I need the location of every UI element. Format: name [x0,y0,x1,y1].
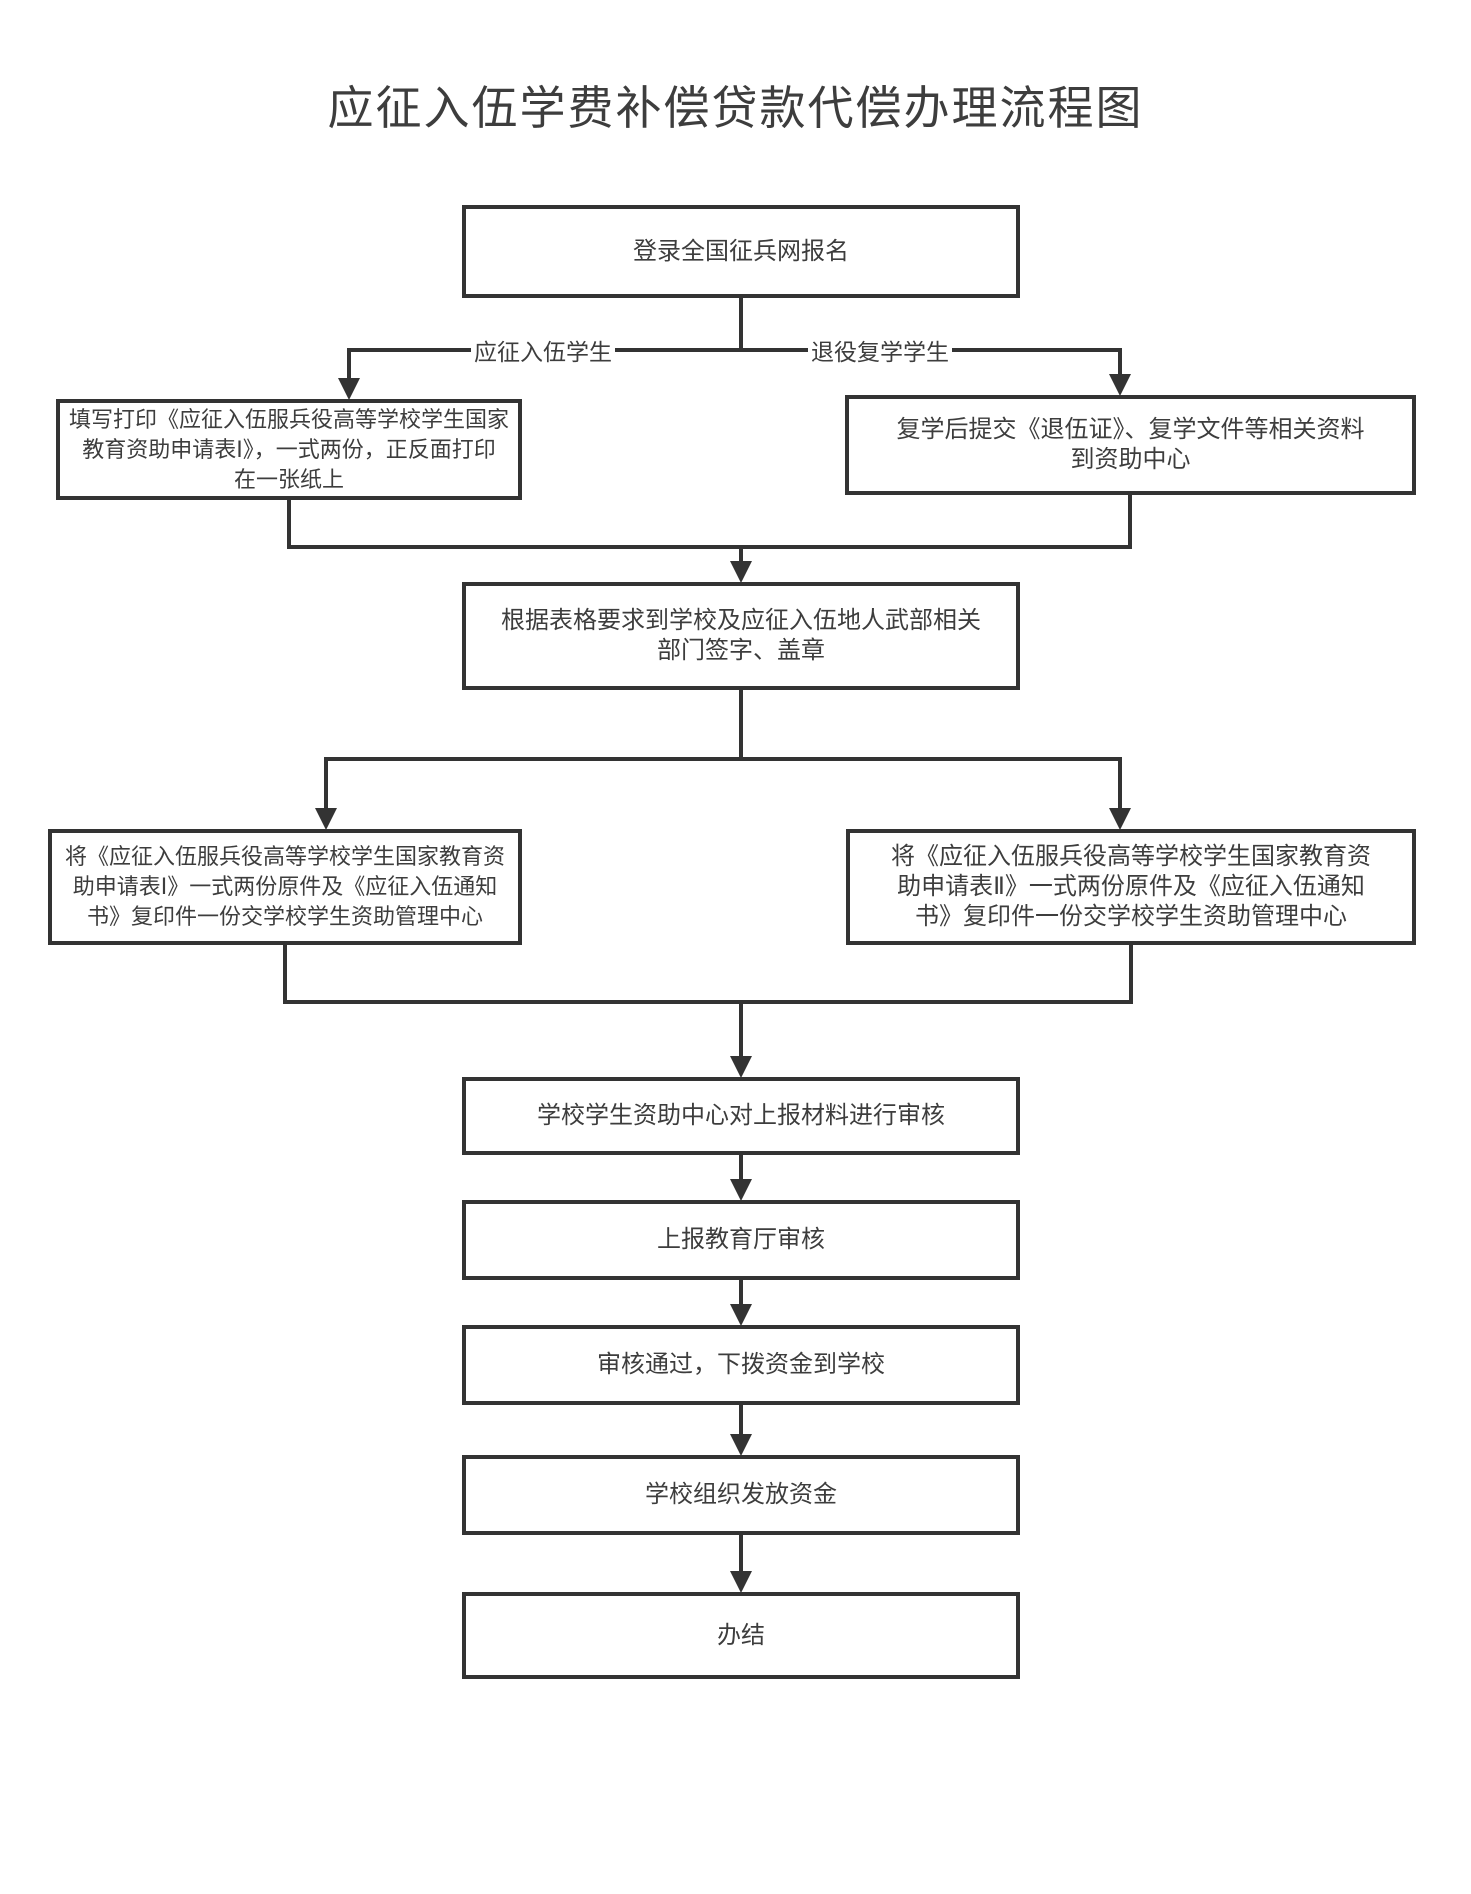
merge-line-2 [283,1000,1133,1004]
arrowhead-down-icon [730,1056,752,1078]
node-resume-submit: 复学后提交《退伍证》、复学文件等相关资料 到资助中心 [845,395,1416,495]
node-complete: 办结 [462,1592,1020,1679]
node-login-label: 登录全国征兵网报名 [633,237,849,265]
branch-label-resume: 退役复学学生 [808,333,952,367]
arrowhead-down-icon [315,808,337,830]
connector-review-down [739,1155,743,1179]
node-submit-form2-label: 将《应征入伍服兵役高等学校学生国家教育资 助申请表Ⅱ》一式两份原件及《应征入伍通… [891,843,1371,930]
node-fill-print-form-label: 填写打印《应征入伍服兵役高等学校学生国家 教育资助申请表Ⅰ》，一式两份，正反面打… [68,406,509,492]
arrowhead-down-icon [1109,808,1131,830]
split-line-2 [326,757,1122,761]
connector-provincial-down [739,1280,743,1304]
connector-merge2-down [739,1000,743,1056]
branch-label-enlist: 应征入伍学生 [471,333,615,367]
node-report-provincial: 上报教育厅审核 [462,1200,1020,1280]
branch-line-top [349,348,1120,352]
node-login: 登录全国征兵网报名 [462,205,1020,298]
node-resume-submit-label: 复学后提交《退伍证》、复学文件等相关资料 到资助中心 [896,416,1365,473]
node-sign-seal-label: 根据表格要求到学校及应征入伍地人武部相关 部门签字、盖章 [501,607,981,664]
connector-distribute-down [739,1535,743,1571]
connector-login-down [739,298,743,352]
connector-branch-left-down [347,348,351,379]
node-school-distribute-label: 学校组织发放资金 [645,1481,837,1508]
node-report-provincial-label: 上报教育厅审核 [657,1226,825,1253]
connector-signseal-down [739,690,743,761]
arrowhead-down-icon [730,1304,752,1326]
node-sign-seal: 根据表格要求到学校及应征入伍地人武部相关 部门签字、盖章 [462,582,1020,690]
connector-resume-down [1128,495,1132,549]
node-fill-print-form: 填写打印《应征入伍服兵役高等学校学生国家 教育资助申请表Ⅰ》，一式两份，正反面打… [56,399,522,500]
node-school-distribute: 学校组织发放资金 [462,1455,1020,1535]
arrowhead-down-icon [338,378,360,400]
flowchart-title: 应征入伍学费补偿贷款代偿办理流程图 [327,82,1144,134]
node-submit-form1-label: 将《应征入伍服兵役高等学校学生国家教育资 助申请表Ⅰ》一式两份原件及《应征入伍通… [64,844,505,929]
node-allocate-funds-label: 审核通过，下拨资金到学校 [597,1351,885,1378]
arrowhead-down-icon [730,1179,752,1201]
node-school-review-label: 学校学生资助中心对上报材料进行审核 [537,1102,945,1129]
merge-line-1 [287,545,1132,549]
node-allocate-funds: 审核通过，下拨资金到学校 [462,1325,1020,1405]
arrowhead-down-icon [730,1571,752,1593]
connector-allocate-down [739,1405,743,1434]
node-submit-form1: 将《应征入伍服兵役高等学校学生国家教育资 助申请表Ⅰ》一式两份原件及《应征入伍通… [48,829,522,945]
node-complete-label: 办结 [717,1621,765,1649]
arrowhead-down-icon [1109,374,1131,396]
connector-fillform-down [287,500,291,549]
node-submit-form2: 将《应征入伍服兵役高等学校学生国家教育资 助申请表Ⅱ》一式两份原件及《应征入伍通… [846,829,1416,945]
node-school-review: 学校学生资助中心对上报材料进行审核 [462,1077,1020,1155]
connector-merge1-down [739,545,743,561]
connector-branch-right-down [1118,348,1122,375]
arrowhead-down-icon [730,1434,752,1456]
connector-split2-right-down [1118,757,1122,809]
connector-form1-down [283,945,287,1004]
connector-split2-left-down [324,757,328,809]
arrowhead-down-icon [730,561,752,583]
connector-form2-down [1129,945,1133,1004]
